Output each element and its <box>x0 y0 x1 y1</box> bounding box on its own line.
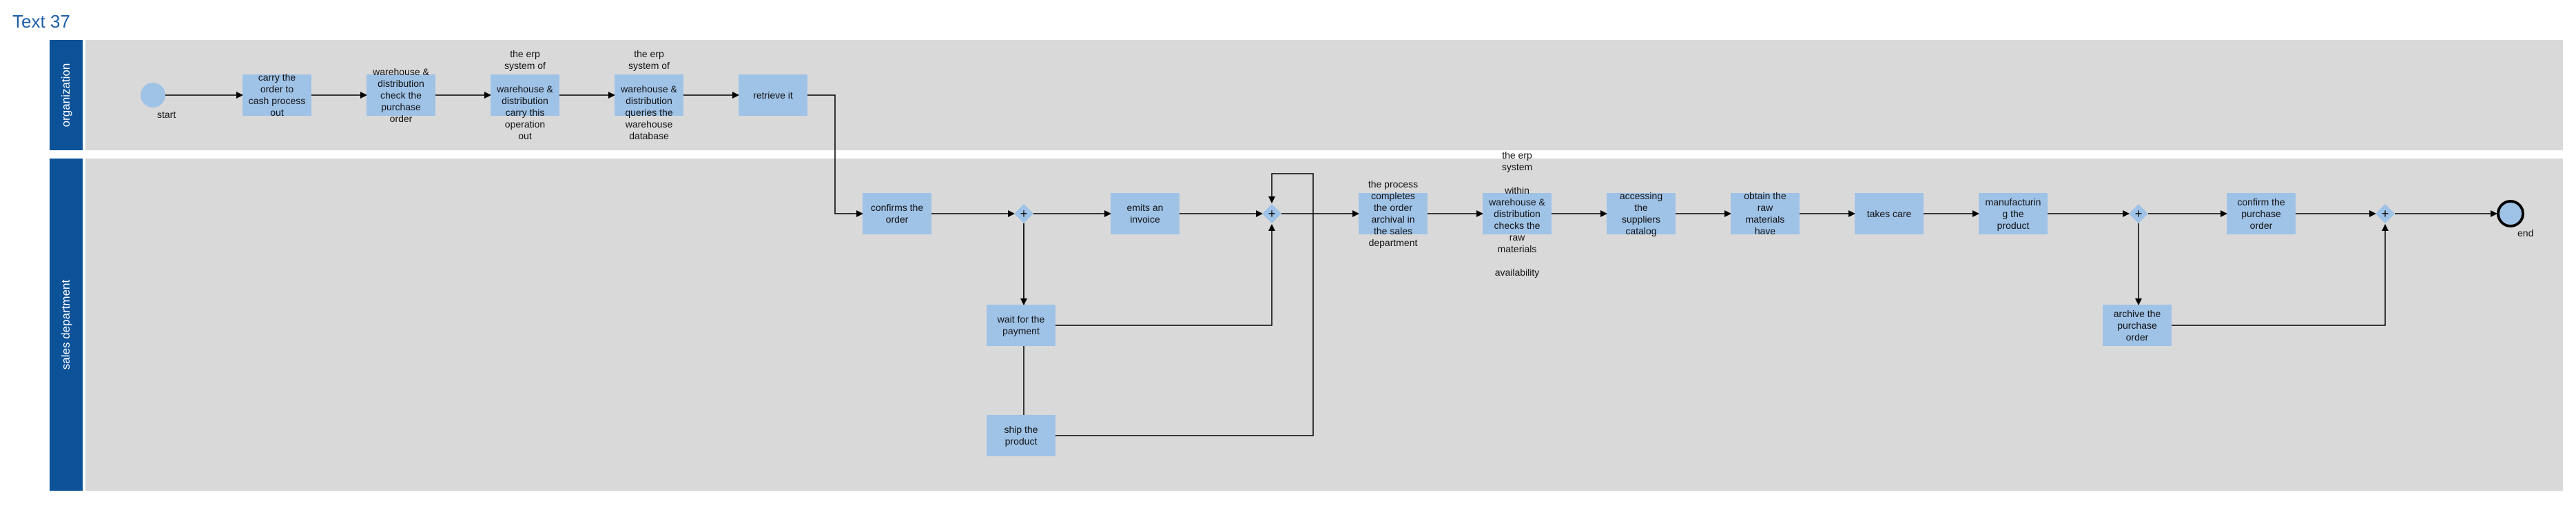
svg-text:+: + <box>2382 207 2389 221</box>
task-takes-care[interactable]: takes care <box>1855 193 1924 234</box>
task-manufacturing-product[interactable]: manufacturin g the product <box>1979 193 2048 234</box>
flow-t9-g2 <box>1055 173 1314 436</box>
gateway-3: + <box>2129 204 2148 223</box>
start-event <box>141 83 165 108</box>
gateway-2: + <box>1262 204 1281 223</box>
task-archive-purchase-order[interactable]: archive the purchase order <box>2103 305 2172 346</box>
task-check-purchase-order[interactable]: warehouse & distribution check the purch… <box>367 66 435 124</box>
end-event <box>2497 200 2524 227</box>
gateway-4: + <box>2376 204 2395 223</box>
flow-t5-t6 <box>807 94 863 217</box>
task-confirms-order[interactable]: confirms the order <box>863 193 931 234</box>
end-event-label: end <box>2517 227 2534 238</box>
svg-text:+: + <box>1020 207 1028 221</box>
diagram-title: Text 37 <box>12 11 70 32</box>
svg-text:+: + <box>2135 207 2143 221</box>
task-access-suppliers-catalog[interactable]: accessing the suppliers catalog <box>1607 190 1676 236</box>
start-event-label: start <box>157 109 176 120</box>
lane-header-sales <box>50 159 83 491</box>
svg-text:+: + <box>1268 207 1276 221</box>
lane-header-organization <box>50 40 83 150</box>
flow-t8-g2 <box>1055 224 1275 326</box>
task-erp-query-warehouse[interactable]: the erp system of warehouse & distributi… <box>615 48 683 141</box>
task-carry-order-to-cash[interactable]: carry the order to cash process out <box>243 72 311 118</box>
task-obtain-raw-materials[interactable]: obtain the raw materials have <box>1731 190 1800 236</box>
task-erp-check-materials[interactable]: the erp system within warehouse & distri… <box>1483 150 1552 278</box>
flow-t17-g4 <box>2172 224 2389 326</box>
task-wait-payment[interactable]: wait for the payment <box>987 305 1055 346</box>
task-ship-product[interactable]: ship the product <box>987 415 1055 456</box>
task-erp-carry-operation[interactable]: the erp system of warehouse & distributi… <box>491 48 559 141</box>
task-retrieve-it[interactable]: retrieve it <box>739 74 807 116</box>
gateway-1: + <box>1014 204 1033 223</box>
task-confirm-purchase-order[interactable]: confirm the purchase order <box>2227 193 2296 234</box>
task-order-archival[interactable]: the process completes the order archival… <box>1359 179 1428 248</box>
task-emits-invoice[interactable]: emits an invoice <box>1111 193 1179 234</box>
